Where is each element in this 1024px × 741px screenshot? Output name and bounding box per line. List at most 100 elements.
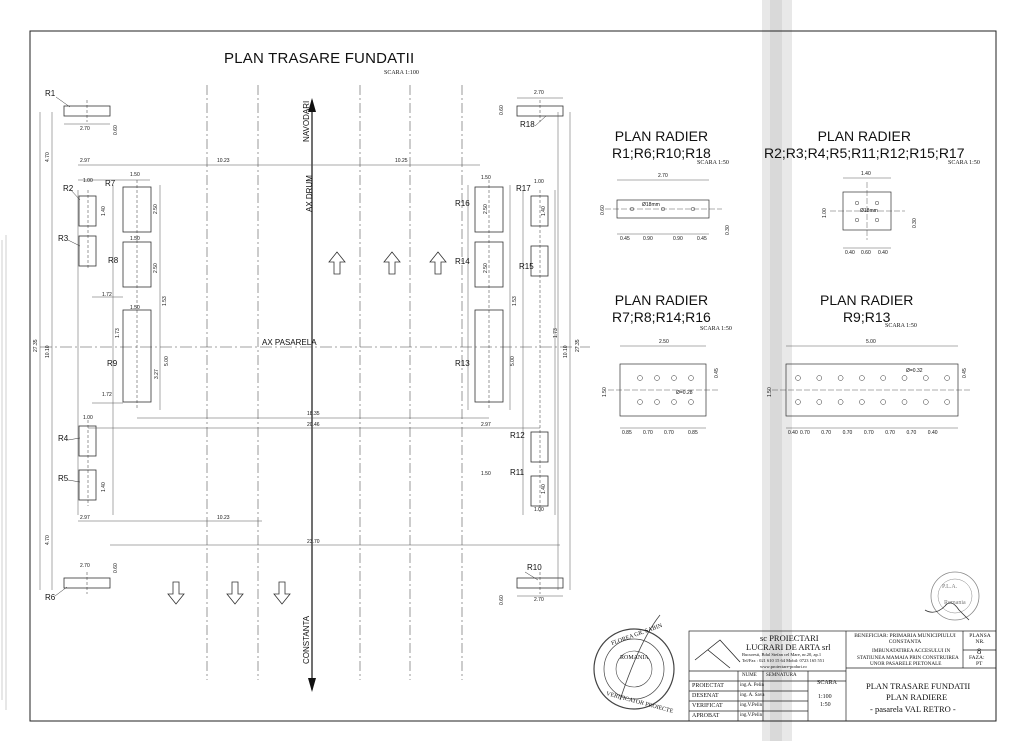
radier-dim: 0.70	[643, 430, 653, 436]
dim-label: 2.50	[483, 263, 489, 273]
faza-value: PT	[976, 661, 983, 667]
dim-label: 18.35	[307, 411, 320, 417]
foundation-label: R7	[105, 179, 116, 188]
dim-label: 2.70	[80, 126, 90, 132]
radier-dim: 0.70	[664, 430, 674, 436]
radier-hole: Ø18mm	[642, 202, 660, 208]
company-name-1: sc PROIECTARI	[760, 633, 819, 643]
foundation-label: R18	[520, 120, 535, 129]
radier-title-line1: PLAN RADIER	[614, 128, 709, 144]
dim-label: 1.40	[541, 206, 547, 216]
radier-scale: SCARA 1:50	[700, 326, 732, 332]
axis-label-navodari: NAVODARI	[302, 100, 311, 142]
radier-title-1: PLAN RADIER R1;R6;R10;R18	[612, 128, 711, 162]
main-scale: SCARA 1:100	[384, 70, 419, 76]
anchor-hole	[923, 399, 929, 405]
dim-label: 4.70	[45, 152, 51, 162]
dim-label: 1.50	[130, 172, 140, 178]
role-name: ing.A. Pelin	[740, 683, 765, 688]
radier-hole: Ø18mm	[860, 208, 878, 214]
radier-title-line2: R7;R8;R14;R16	[612, 309, 711, 325]
dim-label: 2.97	[80, 515, 90, 521]
dim-label: 23.70	[307, 539, 320, 545]
dim-label: 1.53	[512, 296, 518, 306]
foundation-label: R11	[510, 468, 525, 477]
role-label: APROBAT	[692, 713, 720, 719]
radier-dim: 0.90	[643, 236, 653, 242]
dim-label: 1.72	[102, 392, 112, 398]
plansa-number: 8	[977, 646, 982, 656]
foundation-label: R10	[527, 563, 542, 572]
radier-dim: 0.70	[821, 430, 832, 436]
dim-label: 1.00	[534, 507, 544, 513]
foundation-label: R13	[455, 359, 470, 368]
dim-label: 1.73	[115, 328, 121, 338]
company-name-2: LUCRARI DE ARTA srl	[746, 642, 831, 652]
anchor-hole	[795, 399, 801, 405]
dim-label: 5.00	[510, 356, 516, 366]
dim-label: 2.50	[483, 204, 489, 214]
dim-label: 2.70	[534, 597, 544, 603]
scan-shade-core	[770, 0, 782, 741]
axis-label-ax-pasarela: AX PASARELA	[262, 338, 317, 347]
radier-details	[605, 177, 970, 429]
dim-label: 1.00	[534, 179, 544, 185]
foundation-label: R1	[45, 89, 56, 98]
anchor-hole	[795, 375, 801, 381]
sheet-title-2: PLAN RADIERE	[886, 692, 948, 702]
anchor-hole	[901, 399, 908, 405]
obiect-line2: STATIUNEA MAMAIA PRIN CONSTRUIREA	[857, 655, 959, 661]
anchor-hole	[880, 399, 886, 405]
radier-dim-right: 0.45	[714, 368, 720, 378]
stamp-country: ROMANIA	[620, 655, 649, 661]
dim-label: 1.50	[130, 236, 140, 242]
radier-dim: 0.70	[906, 430, 917, 436]
radier-dim-right: 0.30	[725, 225, 731, 235]
dim-label: 1.40	[541, 484, 547, 494]
radier-scale: SCARA 1:50	[697, 160, 729, 166]
dim-label: 27.35	[33, 339, 39, 352]
col-semnatura: SEMNATURA	[766, 673, 797, 678]
foundation-label: R17	[516, 184, 531, 193]
radier-dim: 0.90	[673, 236, 683, 242]
sheet-title-3: - pasarela VAL RETRO -	[870, 704, 956, 714]
dim-label: 2.97	[80, 158, 90, 164]
foundation-label: R14	[455, 257, 470, 266]
axis-label-ax-drum: AX DRUM	[305, 175, 314, 212]
faza-label: FAZA:	[969, 655, 985, 661]
scan-edge-marks	[1, 235, 7, 710]
dim-label: 20.46	[307, 422, 320, 428]
radier-dim: 0.60	[861, 250, 871, 256]
role-label: PROIECTAT	[692, 683, 724, 689]
radier-dim: 0.40	[878, 250, 888, 256]
dim-label: 0.60	[499, 105, 505, 115]
anchor-hole	[859, 375, 865, 381]
radier-dim: 0.45	[697, 236, 707, 242]
engineer-stamp	[593, 614, 675, 710]
foundation-label: R9	[107, 359, 118, 368]
foundation-label: R8	[108, 256, 119, 265]
anchor-hole	[944, 399, 950, 405]
dim-label: 1.00	[83, 415, 93, 421]
dim-label: 1.53	[162, 296, 168, 306]
dim-label: 1.40	[101, 206, 107, 216]
scara-2: 1:50	[820, 702, 831, 708]
radier-title-3: PLAN RADIER R7;R8;R14;R16	[612, 292, 711, 326]
dim-label: 10.23	[217, 158, 230, 164]
foundation-label: R2	[63, 184, 74, 193]
radier-title-line1: PLAN RADIER	[817, 128, 911, 144]
plansa-label: PLANSA NR.	[969, 633, 991, 645]
foundation-label: R5	[58, 474, 69, 483]
radier-dim-side: 1.50	[602, 387, 608, 397]
radier-dim-top: 5.00	[866, 339, 876, 345]
beneficiar: BENEFICIAR: PRIMARIA MUNICIPIULUI CONSTA…	[854, 633, 956, 645]
radier-dim-right: 0.45	[962, 368, 968, 378]
radier-dim: 0.40	[927, 430, 938, 436]
obiect-line1: IMBUNATATIREA ACCESULUI IN	[872, 648, 951, 654]
radier-dim-right: 0.30	[912, 218, 918, 228]
company-stamp	[924, 571, 980, 621]
col-scara: SCARA	[817, 680, 838, 686]
dim-label: 2.70	[534, 90, 544, 96]
dim-label: 2.50	[153, 263, 159, 273]
